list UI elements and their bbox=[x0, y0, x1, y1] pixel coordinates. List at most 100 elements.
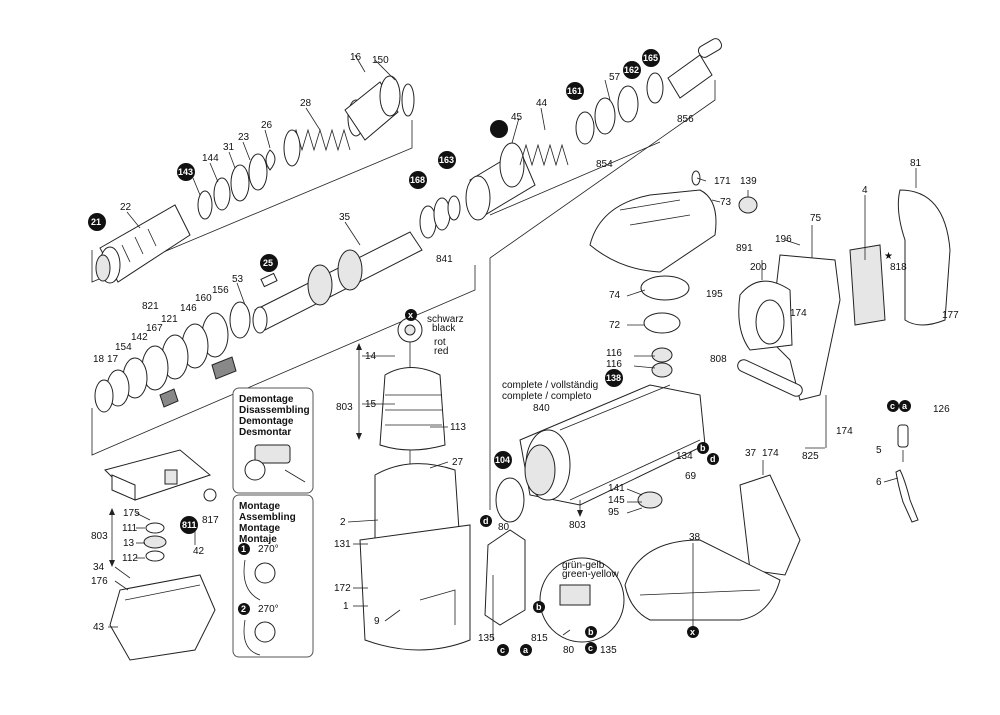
impact-mechanism bbox=[465, 38, 723, 221]
electronics-and-cover bbox=[484, 424, 919, 643]
top-cover-73 bbox=[589, 170, 758, 273]
callout-113: 113 bbox=[450, 422, 466, 433]
svg-text:b: b bbox=[588, 627, 594, 637]
montage-line-2: Assembling bbox=[239, 512, 296, 523]
callout-171: 171 bbox=[714, 176, 731, 187]
callout-891: 891 bbox=[736, 243, 753, 254]
callout-116-a: 116 bbox=[606, 348, 622, 359]
callout-80-a: 80 bbox=[498, 522, 510, 533]
svg-text:168: 168 bbox=[410, 175, 425, 185]
bullet-168: 168 bbox=[409, 171, 427, 189]
callout-141: 141 bbox=[608, 483, 625, 494]
callout-69: 69 bbox=[685, 471, 697, 482]
callout-174-c: 174 bbox=[762, 448, 779, 459]
marker-b-2: b bbox=[533, 601, 545, 613]
step-2-number: 2 bbox=[241, 604, 246, 614]
rear-handle bbox=[737, 189, 951, 401]
dimension-arrows bbox=[109, 343, 583, 567]
svg-text:a: a bbox=[902, 401, 908, 411]
callout-18: 18 bbox=[93, 354, 105, 365]
demontage-line-4: Desmontar bbox=[239, 427, 291, 438]
bullet-45 bbox=[490, 120, 508, 138]
callout-825: 825 bbox=[802, 451, 819, 462]
callout-80-b: 80 bbox=[563, 645, 575, 656]
callout-15: 15 bbox=[365, 399, 377, 410]
marker-c-2: c bbox=[497, 644, 509, 656]
callout-27: 27 bbox=[452, 457, 464, 468]
bullet-165: 165 bbox=[642, 49, 660, 67]
callout-6: 6 bbox=[876, 477, 882, 488]
demontage-box: Demontage Disassembling Demontage Desmon… bbox=[232, 387, 314, 494]
callout-112: 112 bbox=[122, 553, 138, 564]
svg-text:104: 104 bbox=[495, 455, 510, 465]
callout-22: 22 bbox=[120, 202, 132, 213]
callout-146: 146 bbox=[180, 303, 197, 314]
callout-23: 23 bbox=[238, 132, 250, 143]
bullet-25: 25 bbox=[260, 254, 278, 272]
callout-44: 44 bbox=[536, 98, 548, 109]
callout-200: 200 bbox=[750, 262, 767, 273]
callout-35: 35 bbox=[339, 212, 351, 223]
callout-135-b: 135 bbox=[600, 645, 617, 656]
wire-label-gruen-gelb: grün-gelb bbox=[562, 560, 605, 571]
callout-154: 154 bbox=[115, 342, 132, 353]
marker-d-1: d bbox=[707, 453, 719, 465]
callout-156: 156 bbox=[212, 285, 229, 296]
callout-17: 17 bbox=[107, 354, 119, 365]
callout-9: 9 bbox=[374, 616, 380, 627]
callout-821: 821 bbox=[142, 301, 159, 312]
svg-text:b: b bbox=[700, 443, 706, 453]
callout-195: 195 bbox=[706, 289, 723, 300]
part-callouts: 16 150 28 26 23 31 144 22 35 53 156 160 … bbox=[91, 52, 959, 656]
group-frame-lines bbox=[91, 80, 716, 510]
callout-174-b: 174 bbox=[836, 426, 853, 437]
bullet-162: 162 bbox=[623, 61, 641, 79]
callout-31: 31 bbox=[223, 142, 235, 153]
marker-b-3: b bbox=[585, 626, 597, 638]
callout-160: 160 bbox=[195, 293, 212, 304]
callout-57: 57 bbox=[609, 72, 621, 83]
marker-c-1: c bbox=[887, 400, 899, 412]
chuck-assembly bbox=[95, 75, 415, 284]
callout-145: 145 bbox=[608, 495, 625, 506]
complete-label-de: complete / vollständig bbox=[502, 380, 598, 391]
svg-text:x: x bbox=[408, 310, 413, 320]
step-1-bullet bbox=[238, 543, 250, 555]
callout-26: 26 bbox=[261, 120, 273, 131]
svg-text:x: x bbox=[690, 627, 695, 637]
callout-37: 37 bbox=[745, 448, 757, 459]
step-1-number: 1 bbox=[241, 544, 246, 554]
callout-142: 142 bbox=[131, 332, 148, 343]
demontage-line-1: Demontage bbox=[239, 394, 294, 405]
callout-854: 854 bbox=[596, 159, 613, 170]
spring-icon bbox=[244, 459, 266, 481]
marker-b-1: b bbox=[697, 442, 709, 454]
svg-text:d: d bbox=[483, 516, 489, 526]
marker-x-top: x bbox=[405, 309, 417, 321]
callout-841: 841 bbox=[436, 254, 453, 265]
callout-75: 75 bbox=[810, 213, 822, 224]
svg-text:162: 162 bbox=[624, 65, 639, 75]
motor-assembly bbox=[359, 317, 471, 651]
rotate-arrow-icon bbox=[243, 559, 261, 601]
callout-167: 167 bbox=[146, 323, 163, 334]
step-2-angle: 270° bbox=[258, 604, 279, 615]
leader-lines bbox=[108, 54, 917, 640]
step-2-bullet bbox=[238, 603, 250, 615]
callout-73: 73 bbox=[720, 197, 732, 208]
callout-818: 818 bbox=[890, 262, 907, 273]
callout-4: 4 bbox=[862, 185, 868, 196]
svg-text:138: 138 bbox=[606, 373, 621, 383]
svg-text:21: 21 bbox=[91, 217, 101, 227]
callout-72: 72 bbox=[609, 320, 621, 331]
marker-a-1: a bbox=[899, 400, 911, 412]
brush-holder-assembly bbox=[104, 449, 217, 661]
wire-label-black: black bbox=[432, 323, 456, 334]
callout-134: 134 bbox=[676, 451, 693, 462]
callout-126: 126 bbox=[933, 404, 950, 415]
star-symbol: ★ bbox=[884, 251, 893, 262]
callout-42: 42 bbox=[193, 546, 205, 557]
callout-131: 131 bbox=[334, 539, 351, 550]
callout-14: 14 bbox=[365, 351, 377, 362]
svg-text:a: a bbox=[523, 645, 529, 655]
